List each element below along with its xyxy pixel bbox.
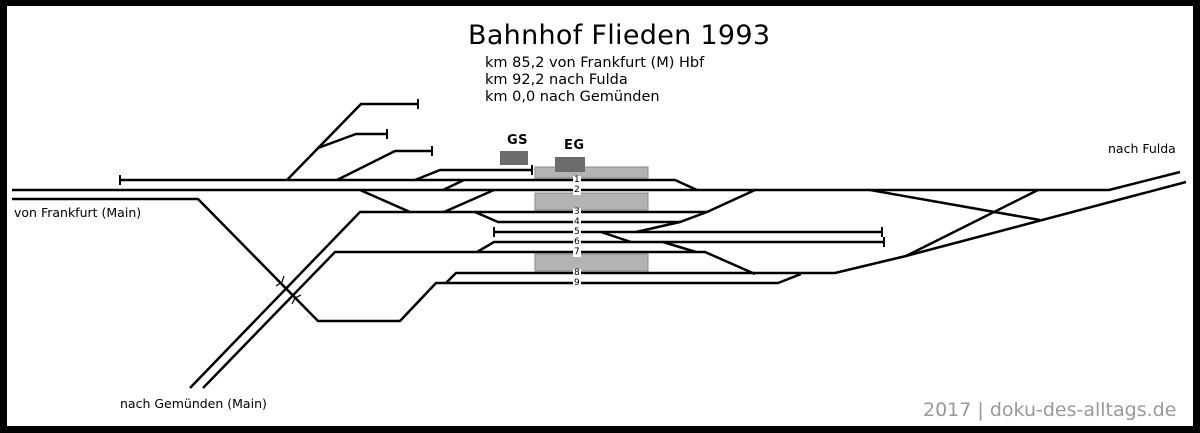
track-7-gemuenden <box>202 250 756 389</box>
track-2-main <box>12 170 1181 192</box>
track-number: 5 <box>573 227 581 237</box>
building-eg-label: EG <box>564 138 585 153</box>
track-9-frankfurt <box>12 197 802 323</box>
track-number: 2 <box>573 185 581 195</box>
siding-a <box>286 102 418 181</box>
siding-c <box>414 168 532 182</box>
track-1 <box>120 178 698 192</box>
track-8-fulda <box>445 180 1187 284</box>
platform-7-8 <box>534 253 649 272</box>
siding-a-branch <box>317 132 387 150</box>
label-nach-gemuenden: nach Gemünden (Main) <box>120 396 267 411</box>
track-number: 9 <box>573 278 581 288</box>
platform-2-3 <box>534 192 649 211</box>
track-number: 8 <box>573 268 581 278</box>
bridge-icon <box>275 275 285 287</box>
km-info-gemuenden: km 0,0 nach Gemünden <box>485 89 660 105</box>
diagram-frame <box>7 6 1193 426</box>
siding-b <box>336 149 432 182</box>
crossover-2-3-b <box>443 188 495 214</box>
label-nach-fulda: nach Fulda <box>1108 141 1176 156</box>
track-6 <box>476 240 884 254</box>
km-info-fulda: km 92,2 nach Fulda <box>485 72 628 88</box>
label-von-frankfurt: von Frankfurt (Main) <box>14 205 142 220</box>
bridge-icon <box>291 294 302 305</box>
page-title: Bahnhof Flieden 1993 <box>468 20 771 51</box>
crossover-1-2 <box>442 178 465 192</box>
footer-credit: 2017 | doku-des-alltags.de <box>923 399 1177 421</box>
crossover-4-5 <box>635 220 681 234</box>
track-4 <box>474 210 708 224</box>
track-number: 1 <box>573 175 581 185</box>
building-eg <box>555 157 585 172</box>
crossover-5-6 <box>600 230 632 244</box>
crossover-east-b <box>905 188 1039 258</box>
building-gs <box>500 151 528 165</box>
crossover-east-a <box>869 188 1041 222</box>
track-number: 6 <box>573 237 581 247</box>
track-number: 7 <box>573 247 581 257</box>
track-number: 3 <box>573 207 581 217</box>
platform-1 <box>534 166 649 179</box>
crossover-6-7 <box>662 240 697 254</box>
building-gs-label: GS <box>507 133 529 148</box>
km-info-frankfurt: km 85,2 von Frankfurt (M) Hbf <box>485 55 705 71</box>
track-number: 4 <box>573 217 581 227</box>
track-3-gemuenden <box>189 188 756 389</box>
crossover-2-3-a <box>359 188 411 214</box>
